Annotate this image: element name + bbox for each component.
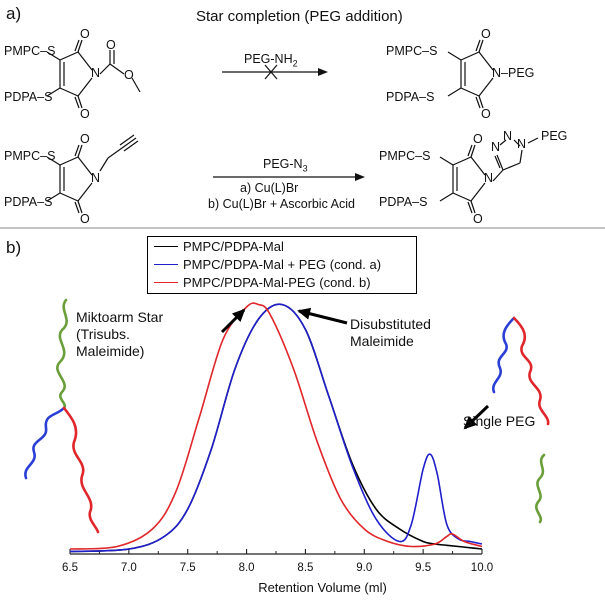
rxn2-reactant-o-bottom: O <box>80 212 90 226</box>
triazole-peg: PEG <box>541 129 568 143</box>
rxn1-reactant-o-carbonyl: O <box>106 38 116 52</box>
rxn1-reactant-o-top: O <box>80 27 90 41</box>
series-line-cond-a <box>69 303 483 553</box>
rxn1-product-o-top: O <box>481 27 491 41</box>
triazole-n1: N <box>491 140 501 154</box>
legend-entry-cond-a: PMPC/PDPA-Mal + PEG (cond. a) <box>148 256 381 273</box>
x-tick-label: 7.5 <box>179 562 196 574</box>
x-tick-label: 9.0 <box>356 562 373 574</box>
x-tick-label: 8.5 <box>297 562 314 574</box>
legend-label-mal: PMPC/PDPA-Mal <box>183 239 284 254</box>
rxn1-reactant-pdpa: PDPA–S <box>4 90 53 104</box>
annotation-disubstituted: Disubstituted Maleimide <box>350 316 431 349</box>
rxn2-reactant-n: N <box>91 171 101 185</box>
legend-entry-cond-b: PMPC/PDPA-Mal-PEG (cond. b) <box>148 274 371 291</box>
diblock-copolymer-icon <box>491 316 550 426</box>
x-tick-label: 10.0 <box>470 562 494 574</box>
rxn1-product-pdpa: PDPA–S <box>386 90 435 104</box>
rxn1-product-pmpc: PMPC–S <box>386 44 438 58</box>
arrow-single-peg-head <box>463 416 478 430</box>
x-tick-label: 9.5 <box>415 562 432 574</box>
rxn1-reactant-o-bottom: O <box>80 107 90 121</box>
triazole-n3: N <box>517 137 527 151</box>
rxn2-product-pdpa: PDPA–S <box>379 195 428 209</box>
rxn2-product-n-ring: N <box>484 171 494 185</box>
rxn2-product-o-top: O <box>473 132 483 146</box>
legend-swatch-red <box>154 282 178 283</box>
rxn1-reagent: PEG-NH2 <box>244 52 298 69</box>
rxn2-product-o-bottom: O <box>473 212 483 226</box>
legend-label-cond-a: PMPC/PDPA-Mal + PEG (cond. a) <box>183 257 382 272</box>
rxn1-reactant-o-ester: O <box>124 68 134 82</box>
x-tick-label: 8.0 <box>238 562 255 574</box>
rxn2-reactant-pdpa: PDPA–S <box>4 195 53 209</box>
arrow-disubstituted-head <box>297 307 312 320</box>
chart-legend: PMPC/PDPA-Mal PMPC/PDPA-Mal + PEG (cond.… <box>147 236 417 294</box>
rxn2-product-pmpc: PMPC–S <box>379 149 431 163</box>
legend-swatch-black <box>154 246 178 247</box>
rxn2-reactant-o-top: O <box>80 132 90 146</box>
rxn2-condition-a: a) Cu(L)Br <box>240 181 299 195</box>
x-axis-label: Retention Volume (ml) <box>258 580 387 595</box>
rxn1-product-n-peg: N–PEG <box>492 66 535 80</box>
rxn2-condition-b: b) Cu(L)Br + Ascorbic Acid <box>208 197 355 211</box>
legend-swatch-blue <box>154 264 178 265</box>
rxn2-reagent: PEG-N3 <box>263 157 308 174</box>
miktoarm-star-icon <box>24 298 100 534</box>
panel-b-label: b) <box>6 238 22 257</box>
annotation-miktoarm: Miktoarm Star (Trisubs. Maleimide) <box>76 309 164 359</box>
annotation-single-peg: Single PEG <box>463 413 536 429</box>
scheme-title: Star completion (PEG addition) <box>196 8 403 25</box>
legend-entry-mal: PMPC/PDPA-Mal <box>148 238 284 255</box>
x-tick-label: 6.5 <box>62 562 78 574</box>
arrow-miktoarm-head <box>231 308 246 323</box>
rxn2-reactant-pmpc: PMPC–S <box>4 149 56 163</box>
legend-label-cond-b: PMPC/PDPA-Mal-PEG (cond. b) <box>183 275 371 290</box>
panel-a-label: a) <box>6 4 22 23</box>
x-tick-label: 7.0 <box>120 562 137 574</box>
rxn1-reactant-pmpc: PMPC–S <box>4 44 56 58</box>
reaction-scheme-bonds <box>0 39 605 229</box>
rxn1-reactant-n: N <box>91 66 101 80</box>
series-line-cond-b <box>69 302 483 550</box>
triazole-n2: N <box>503 129 513 143</box>
peg-chain-icon <box>535 453 546 524</box>
rxn1-product-o-bottom: O <box>481 107 491 121</box>
